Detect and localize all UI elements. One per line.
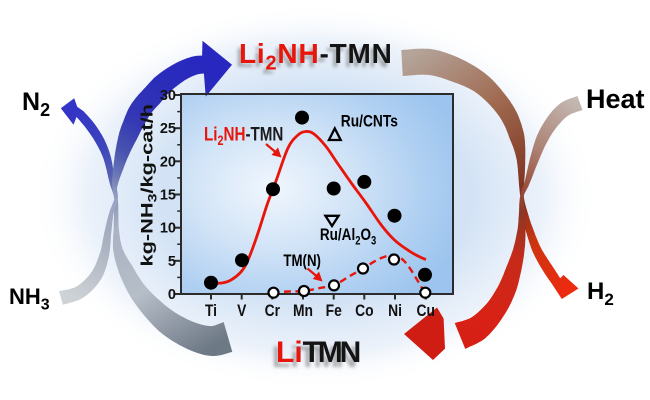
svg-text:15: 15 bbox=[160, 188, 176, 204]
svg-text:Ti: Ti bbox=[205, 302, 217, 320]
svg-text:5: 5 bbox=[168, 254, 176, 270]
svg-text:25: 25 bbox=[160, 121, 176, 137]
svg-text:30: 30 bbox=[160, 88, 176, 104]
svg-text:Co: Co bbox=[355, 302, 373, 320]
svg-text:Mn: Mn bbox=[293, 302, 313, 320]
svg-text:Ni: Ni bbox=[388, 302, 402, 320]
svg-text:Ru/CNTs: Ru/CNTs bbox=[341, 112, 398, 131]
svg-text:0: 0 bbox=[168, 287, 176, 303]
svg-text:Cu: Cu bbox=[416, 302, 434, 320]
svg-text:kg-NH3/kg-cat/h: kg-NH3/kg-cat/h bbox=[139, 104, 159, 266]
svg-text:Li2NH-TMN: Li2NH-TMN bbox=[204, 123, 283, 148]
svg-text:Cr: Cr bbox=[265, 302, 280, 320]
svg-text:TM(N): TM(N) bbox=[283, 252, 321, 271]
svg-text:V: V bbox=[237, 302, 247, 320]
svg-text:10: 10 bbox=[160, 221, 176, 237]
svg-text:Fe: Fe bbox=[326, 302, 342, 320]
svg-text:Ru/Al2O3: Ru/Al2O3 bbox=[320, 226, 376, 248]
svg-text:20: 20 bbox=[160, 154, 176, 170]
